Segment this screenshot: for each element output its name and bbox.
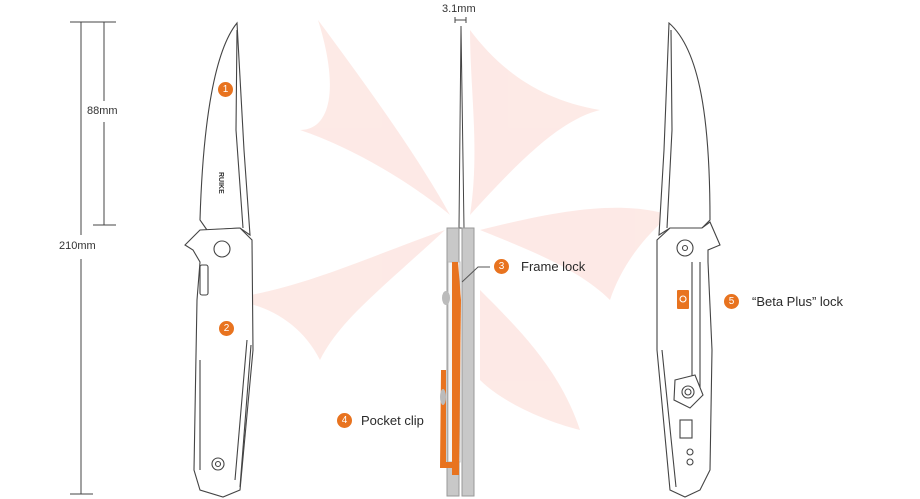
blade-thickness-label: 3.1mm [442,3,476,15]
knife-edge-view [440,25,490,497]
blade-edge [458,25,465,229]
callout-label-beta-plus-lock: “Beta Plus” lock [752,294,844,309]
knife-left-view [184,21,254,498]
callout-badge-3: 3 [494,259,509,274]
dimension-lines [70,17,467,495]
beta-plus-lock-part [677,290,689,309]
blade-right [658,21,711,237]
blade-length-label: 88mm [87,105,118,117]
callout-label-frame-lock: Frame lock [521,259,586,274]
watermark-logo [220,20,670,430]
callout-badge-2: 2 [219,321,234,336]
blade-left [199,21,251,237]
brand-mark: RUIKE [217,172,224,194]
pivot-left [213,240,231,258]
callout-label-pocket-clip: Pocket clip [361,413,424,428]
handle-right [656,221,721,498]
callout-badge-4: 4 [337,413,352,428]
knife-right-view [656,21,721,498]
callout-badge-1: 1 [218,82,233,97]
callout-badge-5: 5 [724,294,739,309]
frame-lock-bar [452,262,461,475]
overall-length-label: 210mm [59,240,96,252]
